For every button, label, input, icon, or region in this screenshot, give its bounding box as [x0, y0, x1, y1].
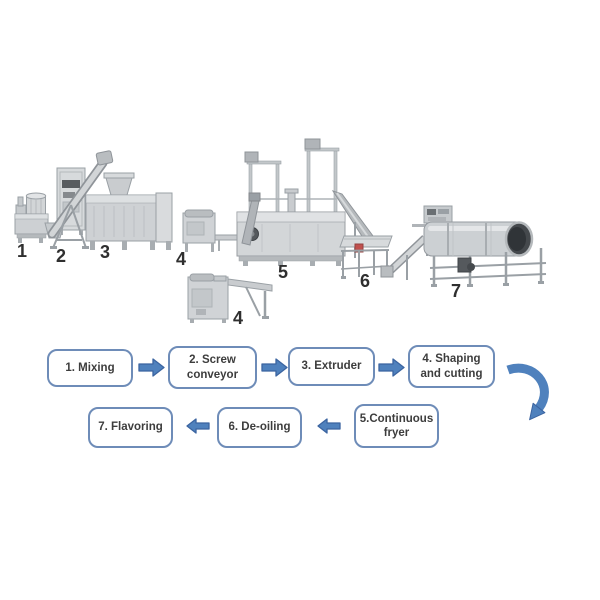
arrow-left-icon	[317, 418, 341, 434]
flow-step-label: 7. Flavoring	[98, 421, 163, 434]
flow-step-extruder: 3. Extruder	[288, 347, 375, 386]
arrow-curved-down-icon	[506, 363, 549, 421]
flow-step-de-oiling: 6. De-oiling	[217, 407, 302, 448]
flow-step-label: 2. Screw conveyor	[186, 354, 239, 381]
flow-step-label: 6. De-oiling	[228, 421, 291, 434]
flow-step-flavoring: 7. Flavoring	[88, 407, 173, 448]
flow-step-label: 1. Mixing	[65, 361, 115, 374]
flow-step-shaping-cutting: 4. Shaping and cutting	[408, 345, 495, 388]
flow-step-screw-conveyor: 2. Screw conveyor	[168, 346, 257, 389]
machine-screw-conveyor	[44, 150, 114, 249]
machine-number-screw-conveyor: 2	[56, 246, 67, 266]
arrow-right-icon	[261, 358, 288, 377]
machine-shaping-cutter-front	[187, 273, 273, 323]
machine-number-shaping-front: 4	[233, 308, 244, 328]
machine-number-mixer: 1	[17, 241, 28, 261]
machine-shaping-cutter	[182, 209, 243, 252]
machinery-illustration	[14, 138, 547, 323]
machine-continuous-fryer	[236, 138, 346, 266]
machine-number-shaping-cutter: 4	[176, 249, 187, 269]
flow-step-label: 5.Continuous fryer	[359, 412, 434, 439]
transfer-conveyor	[380, 235, 428, 280]
flow-step-label: 4. Shaping and cutting	[420, 353, 483, 380]
machine-number-continuous-fryer: 5	[278, 262, 289, 282]
machine-extruder	[85, 172, 173, 250]
machine-flavoring-drum	[412, 205, 547, 287]
machine-number-extruder: 3	[100, 242, 111, 262]
flow-step-continuous-fryer: 5.Continuous fryer	[354, 404, 439, 448]
flow-step-mixing: 1. Mixing	[47, 349, 133, 387]
machine-mixer	[14, 192, 49, 243]
arrow-right-icon	[378, 358, 405, 377]
machine-number-flavoring-drum: 7	[451, 281, 462, 301]
arrow-right-icon	[138, 358, 165, 377]
arrow-left-icon	[186, 418, 210, 434]
machine-number-deoiler: 6	[360, 271, 371, 291]
flow-step-label: 3. Extruder	[301, 360, 362, 373]
fryer-infeed-elevator	[241, 192, 261, 246]
